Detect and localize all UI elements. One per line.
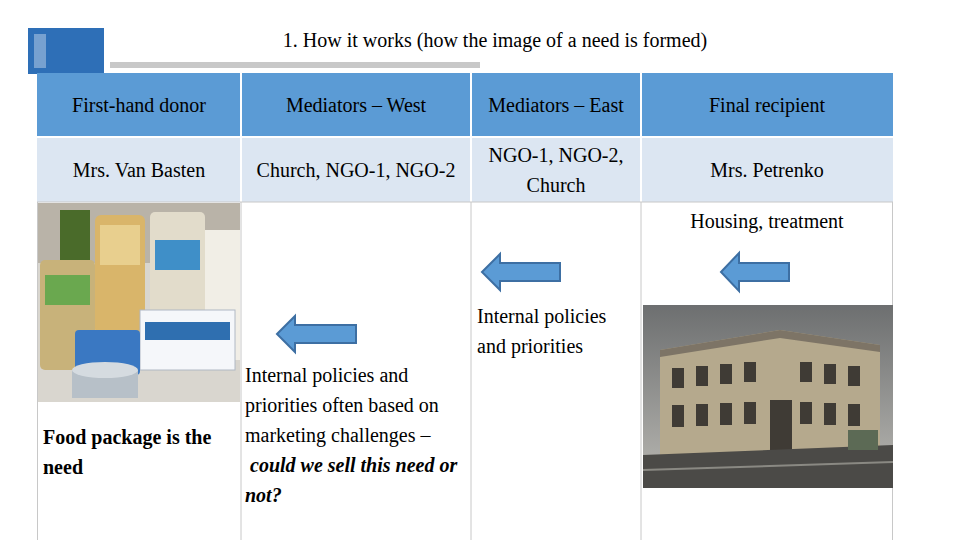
- question-text: could we sell this need or not?: [245, 454, 457, 506]
- name-cell: NGO-1, NGO-2, Church: [475, 140, 637, 200]
- name-cell: Mrs. Van Basten: [41, 155, 237, 185]
- policy-text: Internal policies and priorities often b…: [245, 364, 439, 446]
- body-grid: [37, 202, 893, 540]
- header-cell: Mediators – East: [475, 90, 637, 120]
- need-note: Food package is the need: [43, 422, 235, 482]
- need-note: Housing, treatment: [645, 206, 889, 236]
- marketing-note: Internal policies and priorities often b…: [245, 360, 467, 510]
- policy-note: Internal policies and priorities: [477, 301, 635, 361]
- building-photo: [643, 305, 893, 488]
- header-cell: Final recipient: [645, 90, 889, 120]
- name-row: [37, 137, 893, 202]
- header-row: [37, 73, 893, 137]
- name-cell: Church, NGO-1, NGO-2: [245, 155, 467, 185]
- logo-stripe: [34, 34, 46, 68]
- header-cell: Mediators – West: [245, 90, 467, 120]
- body-row: [37, 202, 893, 540]
- slide-title: 1. How it works (how the image of a need…: [110, 28, 880, 52]
- logo-block: [28, 28, 104, 74]
- header-cell: First-hand donor: [41, 90, 237, 120]
- food-photo: [38, 203, 240, 402]
- header-grid: [37, 73, 893, 202]
- name-cell: Mrs. Petrenko: [645, 155, 889, 185]
- logo-bar: [110, 62, 480, 68]
